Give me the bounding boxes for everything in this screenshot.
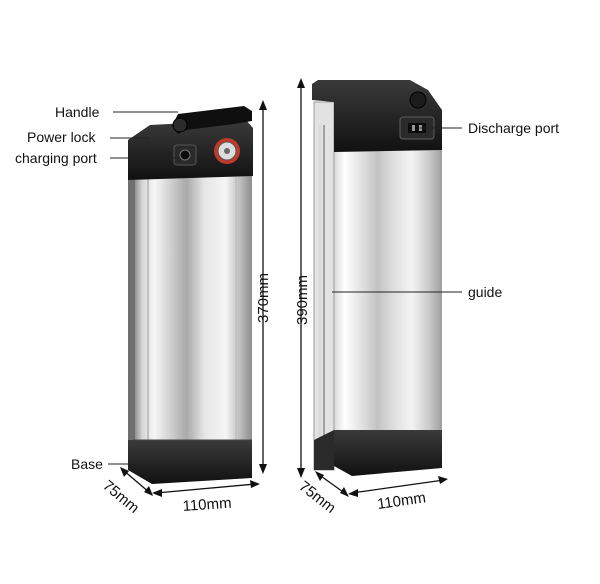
left-height-label: 370mm [255, 273, 272, 323]
handle-part [172, 106, 252, 134]
right-battery-base [334, 430, 442, 476]
right-depth-dimension [315, 471, 349, 497]
right-width-label: 110mm [376, 489, 427, 513]
label-power-lock: Power lock [27, 129, 96, 145]
label-guide: guide [468, 284, 502, 300]
right-width-dimension [348, 476, 448, 497]
left-width-label: 110mm [182, 495, 232, 515]
left-height-dimension [259, 100, 267, 474]
charging-port [173, 144, 197, 166]
right-height-dimension [297, 78, 305, 478]
left-depth-dimension [120, 467, 153, 496]
right-height-label: 390mm [294, 275, 311, 325]
label-base: Base [71, 456, 103, 472]
left-width-dimension [152, 480, 260, 497]
label-discharge-port: Discharge port [468, 120, 559, 136]
left-battery-body [133, 172, 252, 445]
right-battery-body [334, 148, 442, 440]
discharge-port [399, 116, 435, 140]
label-handle: Handle [55, 104, 100, 120]
left-depth-label: 75mm [99, 477, 142, 517]
right-battery [312, 80, 442, 476]
label-charging-port: charging port [15, 150, 97, 166]
power-lock [214, 138, 240, 164]
left-battery-base [128, 440, 252, 484]
left-battery-side-bevel [128, 172, 135, 452]
left-battery [128, 106, 253, 484]
